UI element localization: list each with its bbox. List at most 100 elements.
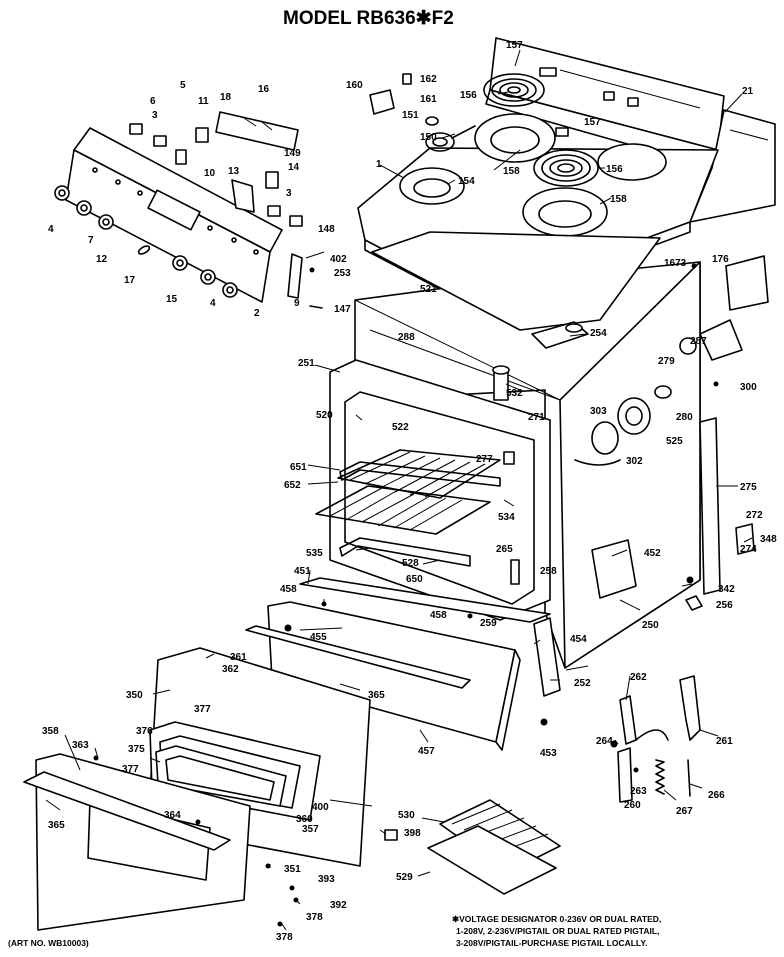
callout-label: 261 bbox=[716, 736, 733, 747]
drip-pan-158-front bbox=[522, 187, 608, 237]
callout-label: 348 bbox=[760, 534, 777, 545]
callout-label: 279 bbox=[658, 356, 675, 367]
side-trim-252 bbox=[533, 617, 561, 697]
hinge-rod-266 bbox=[687, 759, 691, 797]
callout-label: 266 bbox=[708, 790, 725, 801]
surface-element-150 bbox=[425, 125, 476, 152]
callout-label: 1673 bbox=[664, 258, 687, 269]
callout-label: 392 bbox=[330, 900, 347, 911]
callout-label: 376 bbox=[136, 726, 153, 737]
callout-label: 453 bbox=[540, 748, 557, 759]
screws bbox=[93, 263, 719, 927]
callout-label: 2 bbox=[254, 308, 260, 319]
callout-label: 162 bbox=[420, 74, 437, 85]
callout-label: 253 bbox=[334, 268, 351, 279]
receptacle-279 bbox=[679, 337, 697, 355]
callout-label: 150 bbox=[420, 132, 437, 143]
callout-label: 158 bbox=[610, 194, 627, 205]
callout-label: 458 bbox=[280, 584, 297, 595]
callout-label: 534 bbox=[498, 512, 515, 523]
callout-label: 252 bbox=[574, 678, 591, 689]
callout-label: 263 bbox=[630, 786, 647, 797]
bracket-157 bbox=[539, 67, 569, 137]
control-panel bbox=[65, 127, 283, 303]
callout-label: 280 bbox=[676, 412, 693, 423]
callout-label: 528 bbox=[402, 558, 419, 569]
callout-label: 148 bbox=[318, 224, 335, 235]
callout-label: 151 bbox=[402, 110, 419, 121]
callout-label: 156 bbox=[460, 90, 477, 101]
callout-label: 398 bbox=[404, 828, 421, 839]
side-trim-275 bbox=[699, 417, 721, 595]
callout-label: 393 bbox=[318, 874, 335, 885]
hinge-arm-262 bbox=[619, 695, 669, 745]
callout-label: 302 bbox=[626, 456, 643, 467]
callout-label: 147 bbox=[334, 304, 351, 315]
callout-label: 14 bbox=[288, 162, 300, 173]
callout-label: 303 bbox=[590, 406, 607, 417]
callout-label: 157 bbox=[506, 40, 523, 51]
callout-label: 457 bbox=[418, 746, 435, 757]
hinge-receiver-277 bbox=[503, 451, 515, 465]
callout-label: 525 bbox=[666, 436, 683, 447]
drip-pan-right-rear bbox=[597, 143, 667, 181]
voltage-note-line-3: 3-208V/PIGTAIL-PURCHASE PIGTAIL LOCALLY. bbox=[456, 938, 647, 948]
drawer-457 bbox=[267, 601, 521, 751]
callout-label: 400 bbox=[312, 802, 329, 813]
callout-label: 160 bbox=[346, 80, 363, 91]
callout-label: 522 bbox=[392, 422, 409, 433]
callout-label: 265 bbox=[496, 544, 513, 555]
callout-label: 251 bbox=[298, 358, 315, 369]
callout-label: 264 bbox=[596, 736, 613, 747]
callout-label: 361 bbox=[230, 652, 247, 663]
model-title: MODEL RB636✱F2 bbox=[283, 8, 454, 29]
callout-label: 267 bbox=[676, 806, 693, 817]
cooktop-tray-253 bbox=[371, 231, 661, 331]
handle-365-drawer bbox=[245, 625, 471, 689]
callout-label: 520 bbox=[316, 410, 333, 421]
callout-label: 451 bbox=[294, 566, 311, 577]
drip-pan-154 bbox=[399, 167, 465, 205]
broiler-pan-529 bbox=[427, 825, 557, 895]
callout-label: 364 bbox=[164, 810, 181, 821]
cord-clamp-280 bbox=[654, 385, 672, 399]
callout-label: 274 bbox=[740, 544, 757, 555]
drawer-front-451 bbox=[299, 577, 551, 623]
callout-label: 363 bbox=[72, 740, 89, 751]
terminal-block-287 bbox=[699, 319, 743, 361]
control-knobs bbox=[54, 185, 238, 298]
oven-rack-lower bbox=[315, 485, 491, 535]
bake-element-651 bbox=[339, 461, 501, 487]
terminal-162 bbox=[402, 73, 412, 85]
callout-label: 161 bbox=[420, 94, 437, 105]
callout-label: 7 bbox=[88, 235, 94, 246]
callout-label: 529 bbox=[396, 872, 413, 883]
voltage-note-line-1: ✱VOLTAGE DESIGNATOR 0-236V OR DUAL RATED… bbox=[452, 914, 661, 924]
callout-label: 360 bbox=[296, 814, 313, 825]
side-rail-265 bbox=[510, 559, 520, 585]
oven-light-532 bbox=[492, 365, 510, 401]
hinge-261 bbox=[679, 675, 701, 741]
callout-label: 288 bbox=[398, 332, 415, 343]
callout-label: 300 bbox=[740, 382, 757, 393]
callout-label: 149 bbox=[284, 148, 301, 159]
callout-label: 454 bbox=[570, 634, 587, 645]
bracket-13 bbox=[231, 179, 255, 213]
callout-label: 377 bbox=[122, 764, 139, 775]
leveling-leg-256 bbox=[685, 595, 703, 611]
callout-label: 287 bbox=[690, 336, 707, 347]
callout-label: 154 bbox=[458, 176, 475, 187]
callout-label: 15 bbox=[166, 294, 178, 305]
callout-label: 158 bbox=[503, 166, 520, 177]
callout-label: 12 bbox=[96, 254, 108, 265]
callout-label: 17 bbox=[124, 275, 136, 286]
callout-label: 156 bbox=[606, 164, 623, 175]
callout-label: 262 bbox=[630, 672, 647, 683]
callout-label: 157 bbox=[584, 117, 601, 128]
cable-302 bbox=[574, 459, 621, 466]
callout-label: 521 bbox=[420, 284, 437, 295]
callout-label: 10 bbox=[204, 168, 216, 179]
pad-398 bbox=[384, 829, 398, 841]
callout-label: 271 bbox=[528, 412, 545, 423]
